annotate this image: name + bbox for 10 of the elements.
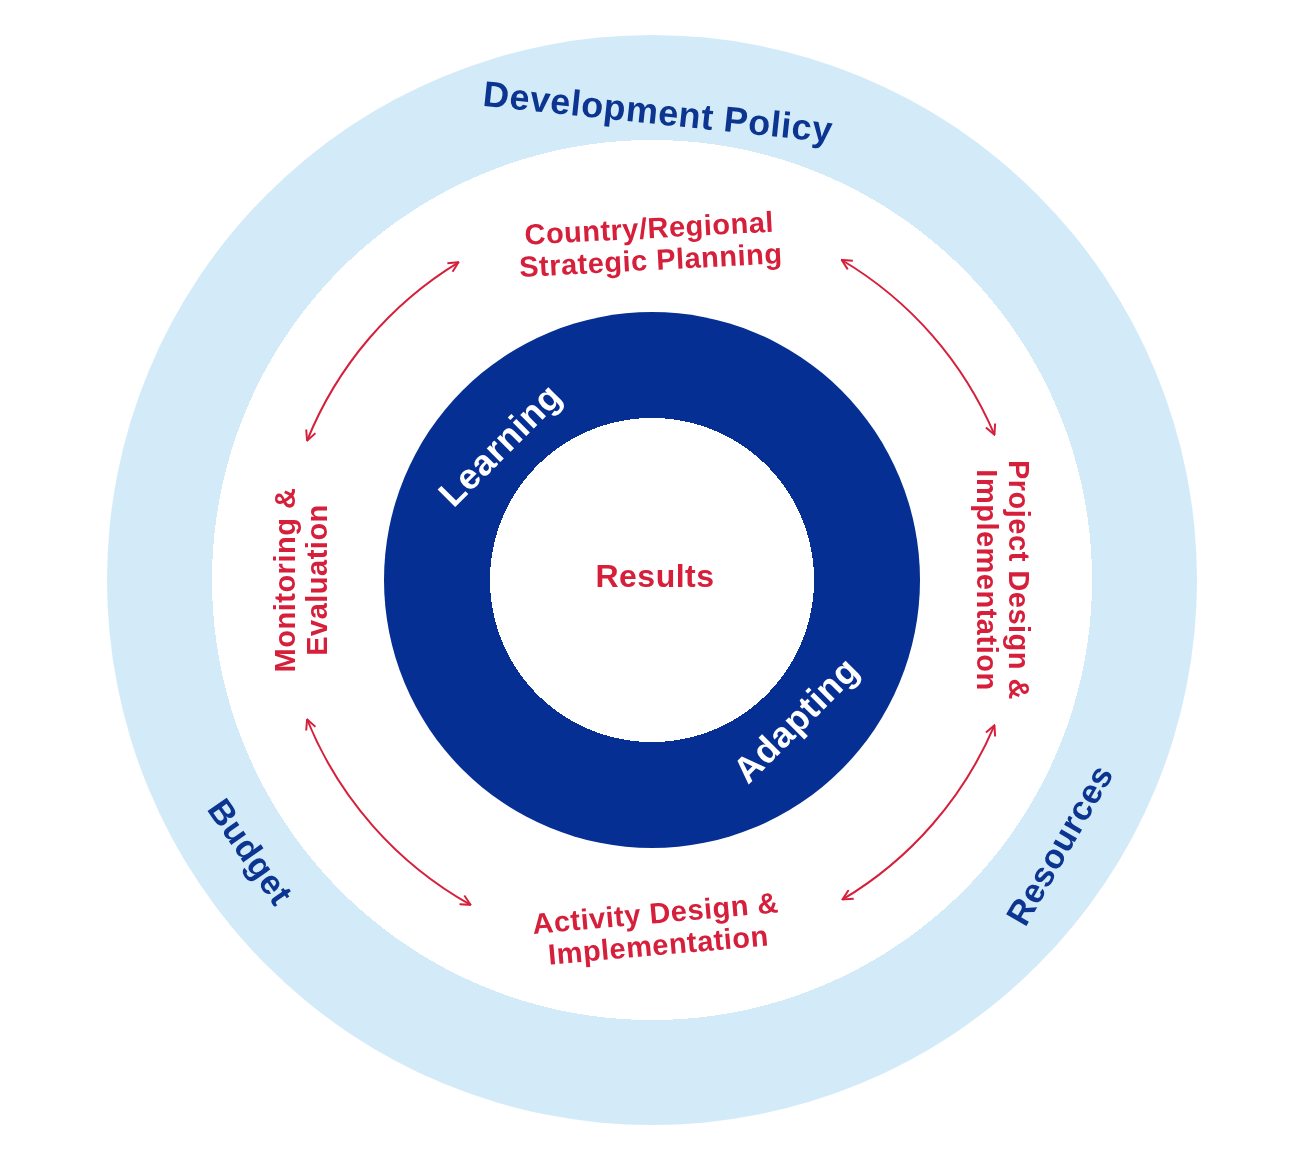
stage-label: Country/Regional Strategic Planning — [488, 204, 812, 286]
stage-label: Activity Design & Implementation — [489, 883, 825, 977]
ring-label: Development Policy — [480, 71, 836, 153]
double-arrow — [840, 259, 996, 436]
double-arrow — [305, 718, 472, 906]
stage-label: Monitoring & Evaluation — [270, 465, 334, 695]
stage-label: Results — [555, 559, 755, 595]
double-arrow — [305, 261, 460, 442]
stage-label: Project Design & Implementation — [970, 435, 1034, 725]
double-arrow — [841, 724, 996, 901]
